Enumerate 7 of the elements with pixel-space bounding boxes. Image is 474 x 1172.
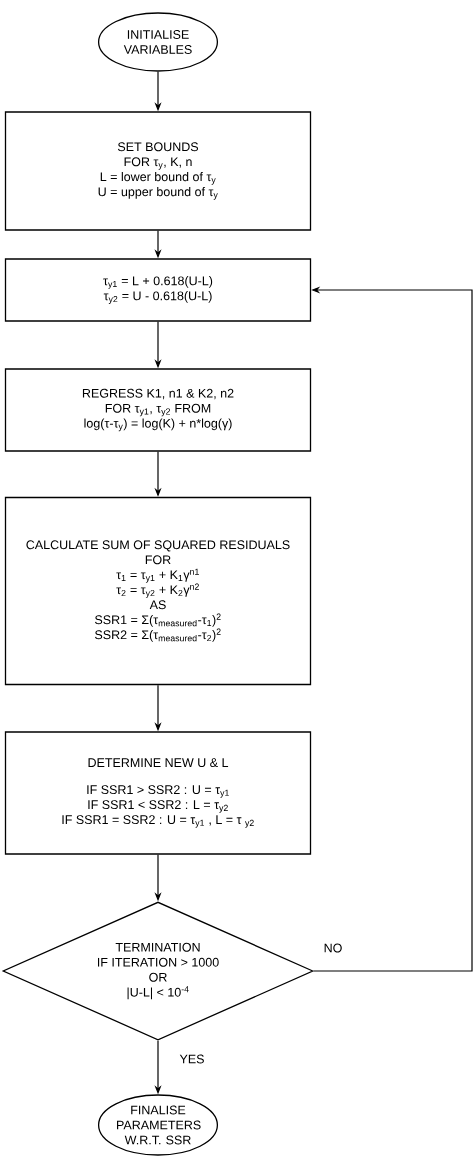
edge-label: YES xyxy=(178,1053,206,1065)
process-box: REGRESS K1, n1 & K2, n2 FOR τ$_{y1}$, τ$_{y2}$ FROM log(τ-τ$_{y}$) = log(K) + n*log(γ) xyxy=(4,368,312,452)
process-box: SET BOUNDS FOR τ$_{y}$, K, n L = lower bound of τ$_{y}$ U = upper bound of τ$_{y}$ xyxy=(4,111,312,231)
edge-label: NO xyxy=(322,942,344,954)
process-box: CALCULATE SUM OF SQUARED RESIDUALS FOR τ$_{1}$ = τ$_{y1}$ + K$_{1}$γ$^{n1}$ τ$_{2}$ = τ$_{y2}$ + K$_{2}$γ$^{n2}$ AS SSR1 = Σ(τ$_{measured}$-τ$_{1}$)$^{2}$ SSR2 = Σ(τ$_{measured}$-τ$_{2}$)$^{2}$ xyxy=(4,496,312,686)
process-box: τ$_{y1}$ = L + 0.618(U-L) τ$_{y2}$ = U - 0.618(U-L) xyxy=(4,258,312,322)
process-box: DETERMINE NEW U & L IF SSR1 > SSR2 : U = τ$_{y1}$ IF SSR1 < SSR2 : L = τ$_{y2}$ IF SSR1 = SSR2 : U = τ$_{y1}$ , L = τ $_{y2}$ xyxy=(4,731,312,855)
